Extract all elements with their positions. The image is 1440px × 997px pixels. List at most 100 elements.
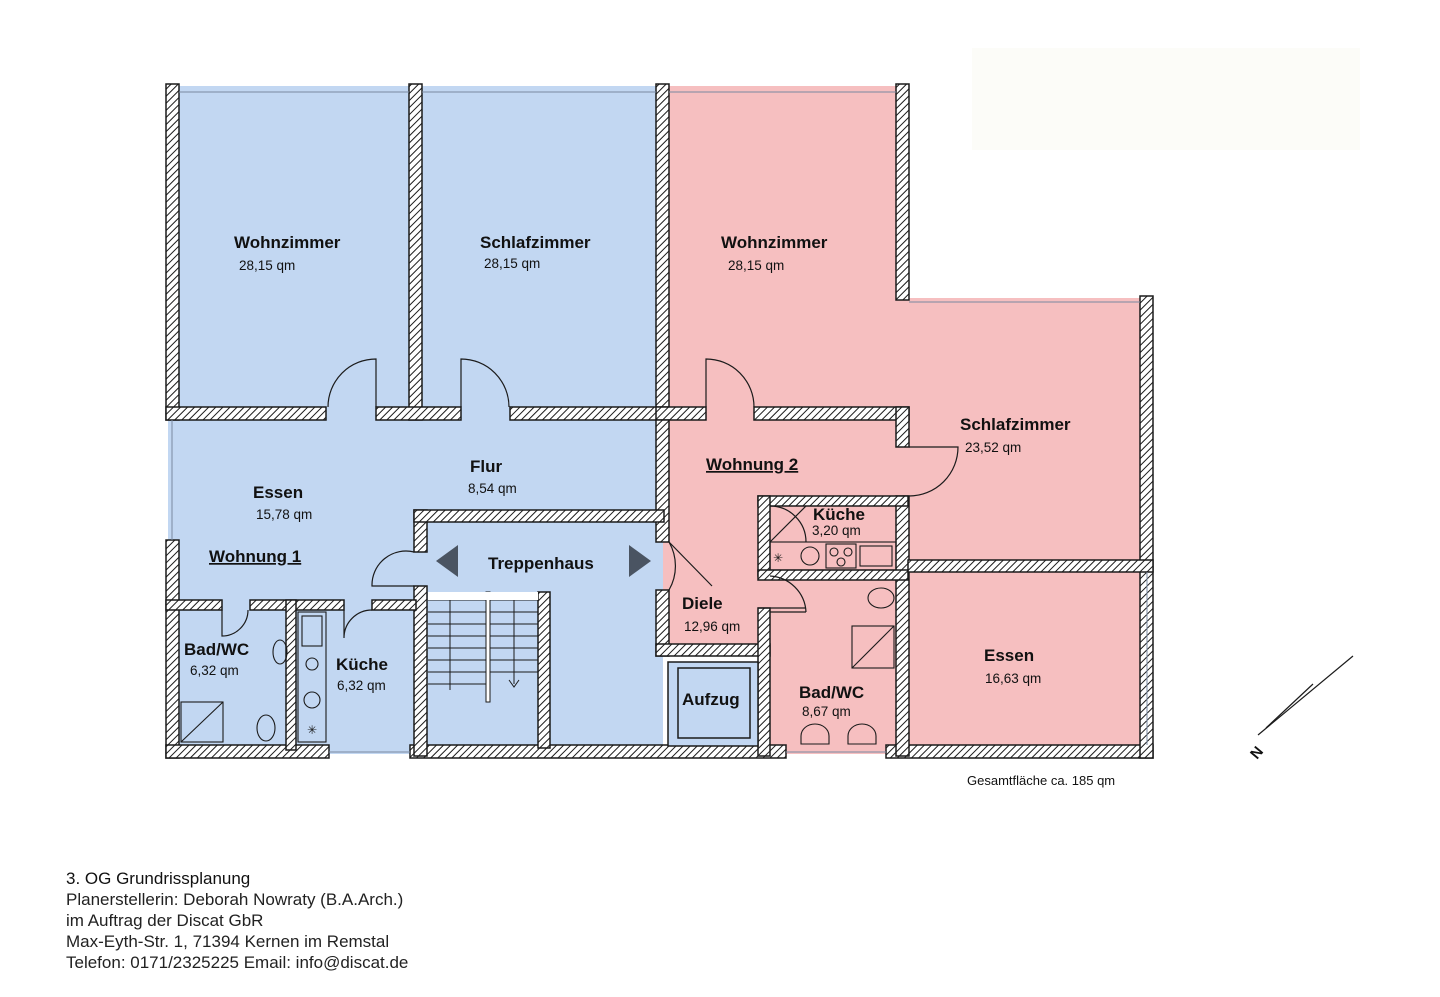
footer-contact: Telefon: 0171/2325225 Email: info@discat… — [66, 953, 409, 972]
wall — [165, 83, 180, 421]
wall — [249, 599, 345, 611]
north-label: N — [1247, 743, 1267, 762]
plan-footer: 3. OG Grundrissplanung Planerstellerin: … — [66, 868, 408, 973]
stove-icon — [305, 657, 319, 671]
wall — [165, 599, 223, 611]
wall — [895, 83, 910, 301]
stove-icon — [825, 543, 857, 569]
room-name: Essen — [984, 646, 1034, 665]
wall — [375, 406, 462, 421]
shower-icon — [851, 625, 895, 669]
wall — [165, 406, 327, 421]
elevator-car — [677, 667, 751, 739]
kitchen-counter — [769, 541, 897, 571]
wall — [655, 83, 670, 421]
door-kueche-w1 — [343, 609, 373, 639]
sink-icon — [859, 545, 893, 567]
wall — [408, 83, 423, 421]
wall — [655, 419, 670, 543]
wall — [509, 406, 669, 421]
kitchen-counter — [297, 611, 327, 743]
footer-planner: Planerstellerin: Deborah Nowraty (B.A.Ar… — [66, 890, 404, 909]
door-wohnzimmer-w1 — [327, 358, 377, 408]
wall — [165, 539, 180, 759]
fixtures: ✳ ✳ — [180, 541, 897, 745]
door-bad-w1 — [221, 609, 249, 637]
fill-wohnzimmer-w1 — [168, 86, 415, 418]
fill-schlafzimmer-w2 — [908, 298, 1150, 566]
wall — [371, 599, 417, 611]
wall — [907, 559, 1154, 573]
room-name: Aufzug — [682, 690, 740, 709]
door-treppenhaus-right — [668, 541, 713, 591]
fill-wohnzimmer-w2 — [663, 86, 908, 418]
wall — [895, 406, 910, 448]
wall — [537, 591, 551, 749]
room-area: 15,78 qm — [256, 507, 312, 522]
room-area: 16,63 qm — [985, 671, 1041, 686]
wall — [413, 585, 428, 757]
wall — [409, 744, 787, 759]
room-name: Treppenhaus — [488, 554, 594, 573]
room-area: 3,20 qm — [812, 523, 861, 538]
blank-area — [972, 48, 1360, 150]
room-name: Essen — [253, 483, 303, 502]
wall — [757, 607, 771, 757]
door-schlafzimmer-w2 — [908, 446, 959, 497]
room-fills — [168, 86, 1150, 754]
wall — [895, 495, 910, 757]
unit-label-w1: Wohnung 1 — [209, 547, 301, 566]
room-area: 6,32 qm — [190, 663, 239, 678]
door-treppenhaus-left — [371, 550, 415, 587]
wall — [285, 599, 297, 751]
fill-kueche-w1 — [292, 604, 414, 754]
toilet-icon — [847, 723, 877, 745]
room-area: 28,15 qm — [239, 258, 295, 273]
room-name: Flur — [470, 457, 502, 476]
fill-essen-w2 — [908, 566, 1150, 754]
toilet-icon — [800, 723, 830, 745]
arrow-left-icon — [436, 545, 458, 577]
wall — [655, 643, 771, 657]
wall — [885, 744, 1154, 759]
sink-icon — [272, 639, 288, 665]
unit-label-w2: Wohnung 2 — [706, 455, 798, 474]
room-area: 12,96 qm — [684, 619, 740, 634]
toilet-icon — [256, 714, 276, 742]
arrow-right-icon — [629, 545, 651, 577]
room-name: Wohnzimmer — [234, 233, 341, 252]
room-name: Bad/WC — [799, 683, 864, 702]
total-area: Gesamtfläche ca. 185 qm — [967, 773, 1115, 788]
shower-icon — [180, 701, 224, 743]
room-name: Diele — [682, 594, 723, 613]
room-name: Bad/WC — [184, 640, 249, 659]
wall — [165, 744, 330, 759]
room-area: 6,32 qm — [337, 678, 386, 693]
fridge-icon: ✳ — [773, 551, 783, 565]
fridge-icon: ✳ — [307, 723, 317, 737]
wall — [753, 406, 910, 421]
fill-schlafzimmer-w1 — [415, 86, 663, 418]
doors — [221, 358, 959, 639]
wall — [757, 495, 771, 577]
wall — [1139, 295, 1154, 759]
wall — [655, 406, 707, 421]
room-area: 8,54 qm — [468, 481, 517, 496]
room-name: Schlafzimmer — [960, 415, 1071, 434]
footer-address: Max-Eyth-Str. 1, 71394 Kernen im Remstal — [66, 932, 390, 951]
sink-icon — [867, 587, 895, 609]
wall — [413, 509, 665, 523]
room-name: Wohnzimmer — [721, 233, 828, 252]
room-area: 28,15 qm — [728, 258, 784, 273]
door-wohnzimmer-w2 — [705, 358, 755, 408]
windows — [171, 91, 1148, 753]
stairs — [428, 591, 538, 703]
door-schlafzimmer-w1 — [460, 358, 510, 408]
room-area: 28,15 qm — [484, 256, 540, 271]
room-name: Küche — [813, 505, 865, 524]
footer-client: im Auftrag der Discat GbR — [66, 911, 264, 930]
room-name: Schlafzimmer — [480, 233, 591, 252]
room-area: 23,52 qm — [965, 440, 1021, 455]
door-kueche-w2 — [769, 505, 807, 543]
door-bad-w2 — [769, 575, 807, 613]
